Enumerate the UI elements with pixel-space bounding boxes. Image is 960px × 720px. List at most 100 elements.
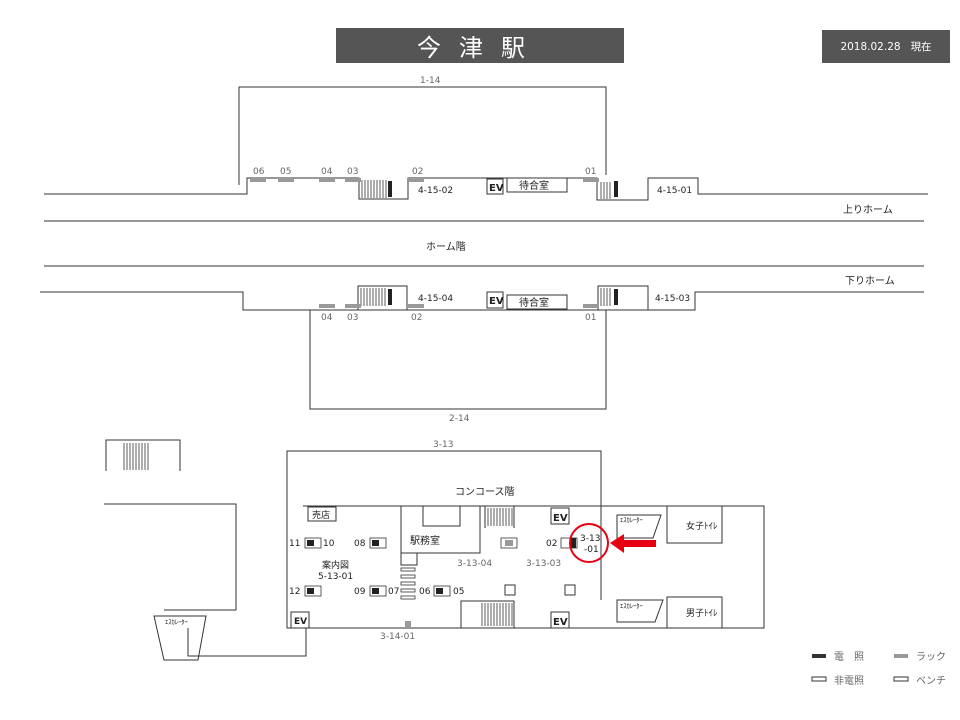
- light-num-09: 09: [354, 587, 366, 597]
- down-platform-outline: [40, 291, 924, 311]
- lit-panel-fill: [436, 588, 443, 594]
- mens-toilet-label: 男子ﾄｲﾚ: [686, 608, 718, 619]
- lit-panel-fill: [307, 588, 314, 594]
- lit-marker: [614, 181, 618, 197]
- rack-bar: [583, 178, 599, 182]
- rack-bar: [319, 178, 335, 182]
- up-ev-box: [486, 178, 504, 195]
- down-area-label: 2-14: [449, 414, 470, 424]
- rack-bar: [319, 304, 335, 308]
- up-waiting-room: [506, 177, 568, 193]
- rack-bar: [278, 178, 294, 182]
- column-step: [400, 595, 416, 600]
- down-rack-01: 01: [585, 313, 596, 323]
- lit-panel-fill: [307, 540, 314, 546]
- sub-id-3-13-03: 3-13-03: [526, 559, 561, 569]
- as-of-date: 2018.02.28: [840, 40, 901, 53]
- column-step: [400, 574, 416, 579]
- light-num-07: 07: [388, 587, 399, 597]
- concourse-main-outline: [286, 505, 765, 629]
- up-rack-05: 05: [280, 167, 291, 177]
- up-stair-left-id: 4-15-02: [418, 186, 453, 196]
- as-of-badge: 2018.02.28 現在: [822, 30, 950, 63]
- station-office-block: [400, 505, 481, 554]
- down-stair-left-outline: [357, 285, 408, 310]
- down-stair-left-id: 4-15-04: [418, 294, 453, 304]
- sub-id-3-14-01: 3-14-01: [380, 632, 415, 642]
- concourse-ev-upper-label: EV: [553, 513, 568, 524]
- escalator-bottom-shape: [616, 599, 664, 623]
- highlight-arrow-icon: [610, 534, 656, 553]
- down-area-outline: [309, 310, 607, 410]
- light-num-05: 05: [453, 587, 464, 597]
- concourse-outline: [105, 439, 181, 471]
- stair-hatching: [123, 180, 611, 626]
- light-num-12: 12: [289, 587, 300, 597]
- womens-toilet-label: 女子ﾄｲﾚ: [686, 520, 718, 532]
- concourse-lower-ev-stub: [187, 628, 307, 657]
- column-step: [400, 581, 416, 586]
- lit-marker: [614, 289, 618, 305]
- legend: 電 照 ラック 非電照 ベンチ: [811, 651, 946, 687]
- legend-unlit-icon: [811, 676, 827, 682]
- column-step: [400, 588, 416, 593]
- kiosk-box: [307, 506, 337, 522]
- up-rack-06: 06: [253, 167, 265, 177]
- down-stair-right-outline: [597, 285, 649, 310]
- mens-toilet-block: [666, 596, 723, 629]
- kiosk-label: 売店: [312, 509, 330, 521]
- lit-marker: [388, 289, 392, 305]
- legend-unlit-label: 非電照: [834, 675, 864, 687]
- up-platform-outline: [44, 177, 928, 201]
- escalator-bottom-label: ｴｽｶﾚｰﾀｰ: [620, 602, 643, 610]
- down-waiting-room: [506, 294, 568, 310]
- station-office-label: 駅務室: [410, 534, 440, 547]
- station-name: 今津駅: [417, 34, 543, 62]
- info-board-id: 5-13-01: [318, 572, 353, 582]
- up-stair-right-id: 4-15-01: [657, 186, 692, 196]
- legend-bench-label: ベンチ: [916, 675, 946, 687]
- platform-floor-label: ホーム階: [426, 241, 466, 253]
- legend-bench-icon: [893, 676, 909, 682]
- down-waiting-room-label: 待合室: [519, 296, 549, 309]
- rack-bar: [345, 304, 361, 308]
- up-rack-03: 03: [347, 167, 358, 177]
- highlight-circle: [569, 523, 609, 563]
- lit-marker: [388, 181, 392, 197]
- sub-id-3-13-04: 3-13-04: [457, 559, 492, 569]
- concourse-ev-lower-right: [550, 611, 570, 629]
- lit-panel-fill: [372, 540, 379, 546]
- down-rack-03: 03: [347, 313, 358, 323]
- rack-markers: [250, 178, 618, 627]
- up-ev-label: EV: [489, 183, 504, 194]
- as-of-suffix: 現在: [910, 41, 932, 53]
- down-stair-right-id: 4-15-03: [655, 294, 690, 304]
- up-area-label: 1-14: [420, 76, 441, 86]
- rack-bar: [405, 621, 411, 627]
- bench-box-1: [504, 584, 516, 596]
- up-waiting-room-label: 待合室: [519, 179, 549, 192]
- concourse-ev-lower-right-label: EV: [553, 617, 568, 628]
- escalator-left-label: ｴｽｶﾚｰﾀｰ: [165, 618, 188, 626]
- office-inner-wall: [422, 506, 461, 527]
- rack-bar: [250, 178, 266, 182]
- highlight-id-line1: 3-13: [580, 534, 600, 544]
- down-ev-label: EV: [489, 296, 504, 307]
- concourse-ev-upper: [550, 507, 570, 525]
- column-step: [400, 567, 416, 572]
- concourse-ev-lower-left: [290, 611, 310, 629]
- light-num-10: 10: [323, 539, 335, 549]
- up-area-outline: [238, 86, 607, 185]
- light-num-11: 11: [289, 539, 300, 549]
- info-board-label: 案内図: [322, 559, 349, 571]
- legend-rack-label: ラック: [916, 651, 946, 663]
- highlight-id-line2: -01: [584, 545, 599, 555]
- up-rack-02: 02: [412, 167, 423, 177]
- down-platform-label: 下りホーム: [845, 275, 895, 287]
- escalator-left-shape: [153, 615, 207, 661]
- light-num-02: 02: [546, 539, 557, 549]
- bench-box-2: [564, 584, 576, 596]
- down-rack-02: 02: [411, 313, 422, 323]
- rack-bar: [408, 178, 424, 182]
